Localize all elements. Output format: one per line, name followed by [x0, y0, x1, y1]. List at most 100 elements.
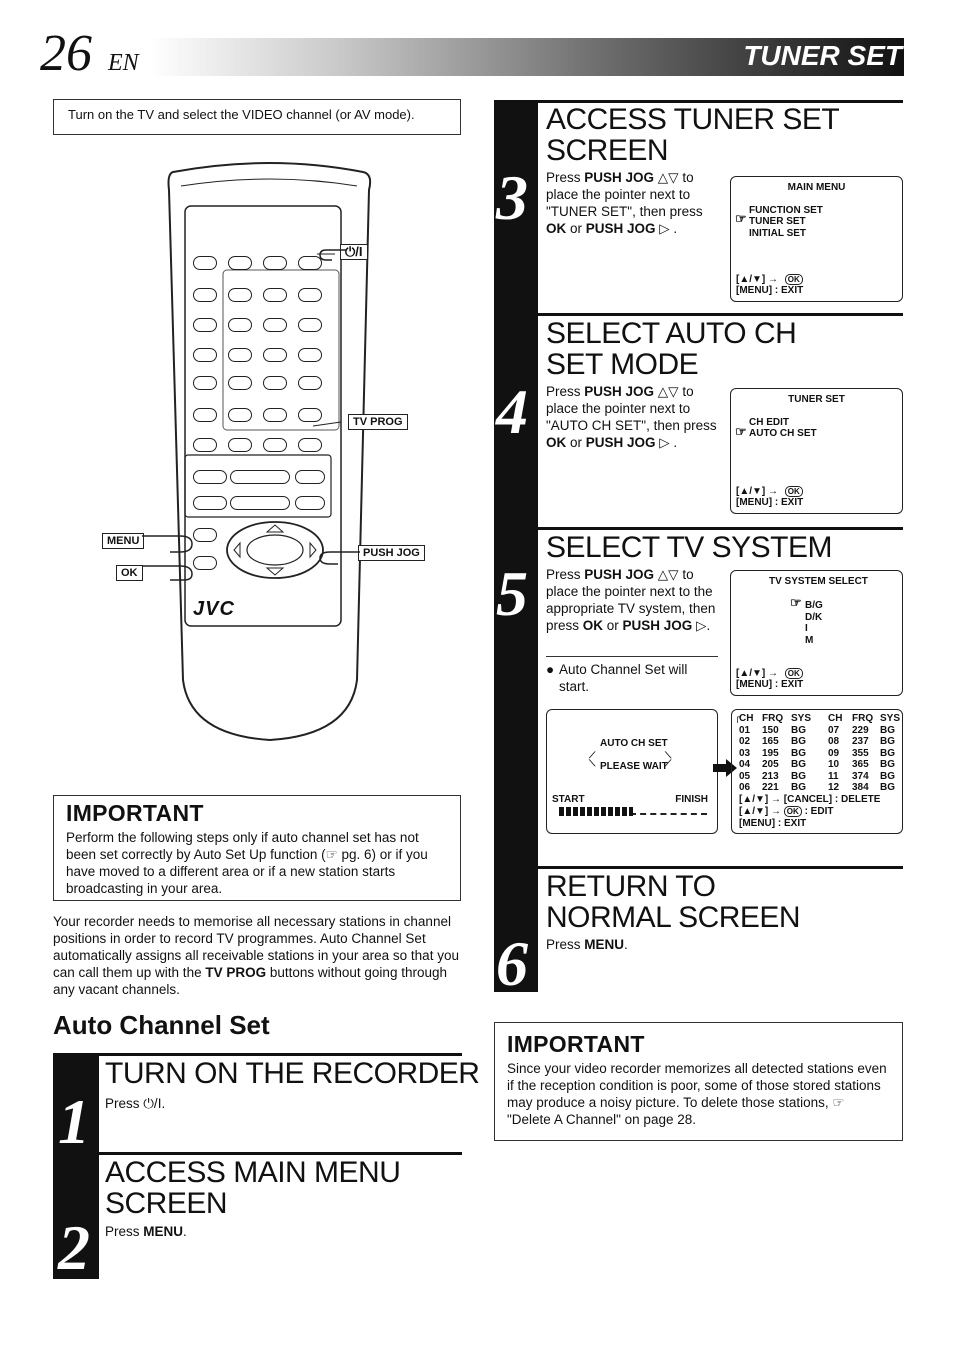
- osd-item: M: [805, 635, 814, 646]
- push-jog-key: PUSH JOG: [585, 435, 656, 450]
- osd-nav: [▲/▼] → OK: [736, 668, 803, 680]
- remote-key: [193, 348, 217, 362]
- push-jog-key: PUSH JOG: [584, 170, 655, 185]
- remote-key: [228, 318, 252, 332]
- remote-key: [193, 470, 227, 484]
- table-cell: BG: [880, 747, 895, 759]
- remote-key: [298, 256, 322, 270]
- t: or: [566, 435, 586, 450]
- osd-title: AUTO CH SET: [600, 738, 668, 749]
- osd-item: AUTO CH SET: [749, 428, 817, 439]
- remote-key: [193, 318, 217, 332]
- table-cell: 05: [739, 770, 751, 782]
- push-jog-key: PUSH JOG: [622, 618, 693, 633]
- step-4-text: Press PUSH JOG △▽ to place the pointer n…: [546, 383, 722, 451]
- col-header: SYS: [880, 713, 901, 724]
- callout-power-button: ⏻/I: [340, 244, 368, 260]
- table-cell: BG: [791, 724, 806, 736]
- table-cell: BG: [880, 782, 895, 793]
- t: △▽ to place the pointer next to "AUTO CH…: [546, 384, 717, 433]
- important-text: Since your video recorder memorizes all …: [507, 1061, 887, 1127]
- table-cell: 02: [739, 736, 751, 747]
- table-cell: 195: [762, 747, 779, 759]
- step-3-number: 3: [496, 162, 528, 233]
- remote-key: [193, 438, 217, 452]
- intro-note: Turn on the TV and select the VIDEO chan…: [68, 107, 415, 122]
- osd-finish: FINISH: [675, 794, 708, 805]
- remote-menu-key: [193, 528, 217, 542]
- table-cell: 12: [828, 782, 840, 793]
- remote-key: [228, 408, 252, 422]
- description-text-after: buttons without going through any vacant…: [53, 965, 447, 997]
- t: or: [603, 618, 623, 633]
- t: Press: [546, 384, 585, 399]
- step-4-number: 4: [496, 376, 528, 447]
- t: ▷.: [692, 618, 711, 633]
- t: Press: [546, 170, 585, 185]
- remote-key: [295, 470, 325, 484]
- callout-push-jog: PUSH JOG: [358, 545, 425, 561]
- remote-key: [263, 438, 287, 452]
- hand-pointer-icon: [319, 551, 360, 565]
- remote-key: [263, 256, 287, 270]
- remote-key: [193, 376, 217, 390]
- table-cell: 08: [828, 736, 840, 747]
- osd-item: CH EDIT: [749, 417, 789, 428]
- remote-key: [263, 376, 287, 390]
- osd-item: B/G: [805, 600, 823, 611]
- remote-key: [263, 288, 287, 302]
- col-header: SYS: [791, 713, 812, 724]
- table-cell: BG: [791, 736, 806, 747]
- osd-status: PLEASE WAIT: [600, 761, 668, 772]
- t: △▽ to place the pointer next to "TUNER S…: [546, 170, 703, 219]
- callout-power-label: ⏻/I: [345, 244, 363, 259]
- pointer-icon: ☞: [790, 595, 802, 610]
- important-text: Perform the following steps only if auto…: [66, 830, 428, 896]
- step-2-text-post: .: [183, 1224, 187, 1239]
- step-1-number: 1: [58, 1086, 90, 1157]
- auto-channel-heading: Auto Channel Set: [53, 1010, 270, 1040]
- hand-pointer-icon: [319, 249, 346, 261]
- table-cell: BG: [880, 736, 895, 747]
- step-5-bullet-text: Auto Channel Set will start.: [559, 662, 688, 694]
- table-cell: 355: [852, 747, 869, 759]
- step-6-text-pre: Press: [546, 937, 585, 952]
- remote-key: [298, 376, 322, 390]
- step-2-text: Press MENU.: [105, 1223, 187, 1240]
- pointer-icon: ☞: [735, 424, 747, 439]
- osd-nav-arrows: [▲/▼] →: [736, 668, 779, 679]
- osd-exit: [MENU] : EXIT: [736, 679, 804, 690]
- table-cell: 04: [739, 759, 751, 770]
- table-cell: 01: [739, 724, 751, 736]
- table-cell: 10: [828, 759, 840, 770]
- step-6-text-post: .: [624, 937, 628, 952]
- osd-item: FUNCTION SET: [749, 205, 823, 216]
- step-4-title: SELECT AUTO CH SET MODE: [546, 317, 797, 381]
- table-cell: 165: [762, 736, 779, 747]
- osd-nav: [▲/▼] → OK: [736, 274, 803, 286]
- osd-nav-arrows: [▲/▼] →: [736, 274, 779, 285]
- table-cell: 07: [828, 724, 840, 736]
- remote-key: [228, 348, 252, 362]
- step-bar-right: [494, 100, 538, 992]
- table-cell: 150: [762, 724, 779, 736]
- ok-icon: OK: [784, 274, 803, 285]
- flash-icon: ⟍⟋: [665, 750, 672, 768]
- table-cell: 06: [739, 782, 751, 793]
- osd-item: D/K: [805, 612, 823, 623]
- step-3-text: Press PUSH JOG △▽ to place the pointer n…: [546, 169, 718, 237]
- callout-menu-label: MENU: [107, 535, 140, 547]
- remote-key: [193, 256, 217, 270]
- col-header: FRQ: [762, 713, 784, 724]
- step-4-rule: [538, 313, 903, 316]
- osd-exit: [MENU] : EXIT: [739, 818, 807, 829]
- step-6-rule: [538, 866, 903, 869]
- osd-nav: [▲/▼] → OK: [736, 486, 803, 498]
- osd-title: TUNER SET: [788, 394, 845, 405]
- remote-key: [228, 256, 252, 270]
